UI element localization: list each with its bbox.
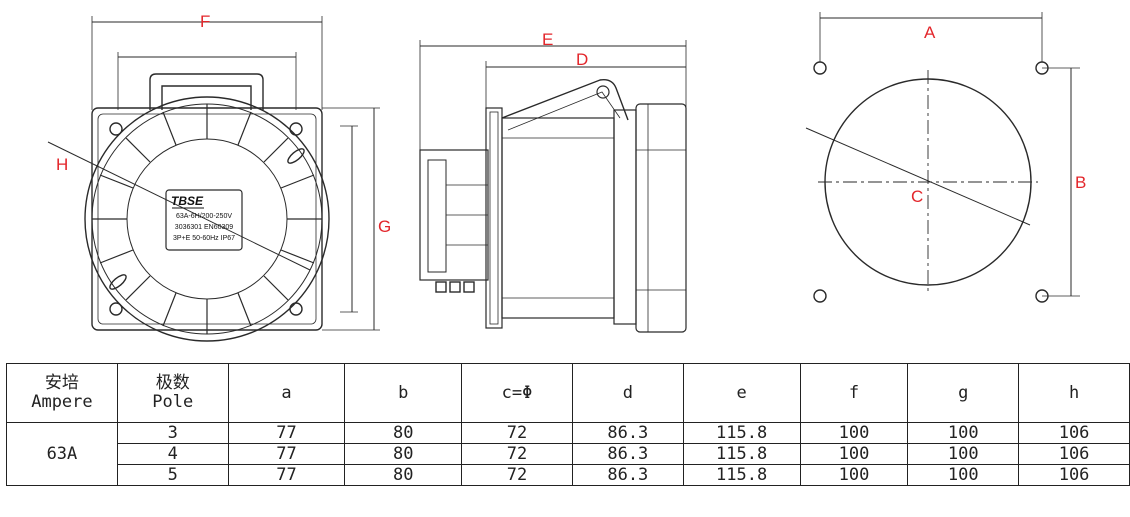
cell-g: 100 [907, 422, 1020, 444]
cell-a: 77 [227, 443, 346, 465]
header-pole-cn: 极数 [155, 373, 190, 393]
dim-label-B: B [1075, 173, 1086, 192]
header-b: b [344, 363, 463, 423]
cell-h: 106 [1018, 443, 1130, 465]
header-pole-en: Pole [152, 392, 194, 412]
brand-text: TBSE [171, 194, 204, 208]
cell-f: 100 [799, 464, 909, 486]
header-a: a [227, 363, 346, 423]
header-g: g [907, 363, 1020, 423]
front-dimension-labels: F G H [56, 12, 391, 236]
dim-label-C: C [911, 187, 923, 206]
cell-d: 86.3 [571, 464, 684, 486]
label-line-1: 63A-6H/200-250V [176, 213, 232, 220]
cell-e: 115.8 [682, 443, 801, 465]
side-view [419, 40, 687, 333]
dim-label-G: G [378, 217, 391, 236]
header-d: d [571, 363, 684, 423]
front-view-label-text: TBSE 63A-6H/200-250V 3036301 EN60309 3P+… [171, 194, 235, 242]
cell-a: 77 [227, 464, 346, 486]
dim-label-A: A [924, 23, 936, 42]
cell-b: 80 [344, 443, 463, 465]
technical-drawings: TBSE 63A-6H/200-250V 3036301 EN60309 3P+… [47, 12, 1086, 342]
header-e: e [682, 363, 801, 423]
cell-c: 72 [461, 443, 573, 465]
header-h: h [1018, 363, 1130, 423]
table-row: 63A 3 77 80 72 86.3 115.8 100 100 106 [6, 422, 1130, 486]
dim-label-F: F [200, 12, 210, 31]
cell-c: 72 [461, 464, 573, 486]
cell-h: 106 [1018, 422, 1130, 444]
cutout-dimension-labels: A B C [911, 23, 1086, 206]
cell-e: 115.8 [682, 464, 801, 486]
cell-b: 80 [344, 422, 463, 444]
ampere-cell: 63A [6, 422, 118, 486]
header-f: f [799, 363, 909, 423]
cell-d: 86.3 [571, 443, 684, 465]
pole-cell: 3 [116, 422, 229, 444]
cell-g: 100 [907, 443, 1020, 465]
table-row: 4 77 80 72 86.3 115.8 100 100 106 [7, 443, 1130, 465]
cell-g: 100 [907, 464, 1020, 486]
label-line-2: 3036301 EN60309 [175, 224, 233, 231]
cell-f: 100 [799, 422, 909, 444]
dim-label-H: H [56, 155, 68, 174]
dim-label-E: E [542, 30, 553, 49]
cell-d: 86.3 [571, 422, 684, 444]
cell-a: 77 [227, 422, 346, 444]
header-ampere-en: Ampere [31, 392, 93, 412]
cell-h: 106 [1018, 464, 1130, 486]
cutout-view [805, 12, 1080, 303]
pole-cell: 4 [116, 443, 229, 465]
cell-f: 100 [799, 443, 909, 465]
label-line-3: 3P+E 50-60Hz IP67 [173, 235, 235, 242]
dim-label-D: D [576, 50, 588, 69]
header-c: c=Φ [461, 363, 573, 423]
pole-cell: 5 [116, 464, 229, 486]
cell-c: 72 [461, 422, 573, 444]
side-dimension-labels: E D [542, 30, 588, 69]
cell-e: 115.8 [682, 422, 801, 444]
header-ampere-cn: 安培 [44, 373, 79, 393]
front-view [47, 16, 380, 342]
cell-b: 80 [344, 464, 463, 486]
table-row: 5 77 80 72 86.3 115.8 100 100 106 [7, 464, 1130, 486]
